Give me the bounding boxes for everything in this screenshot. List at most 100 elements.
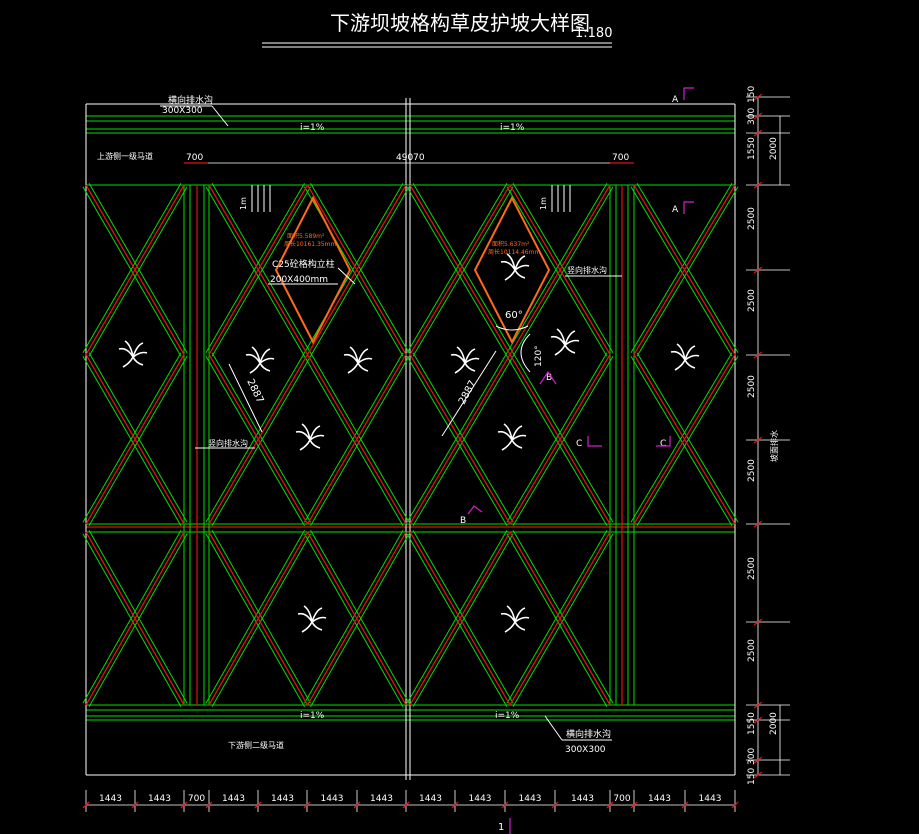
bottom-dim-tick: [630, 801, 638, 809]
lattice-green: [506, 182, 608, 353]
lattice-green: [211, 530, 311, 704]
bottom-dim-tick: [451, 801, 459, 809]
bottom-dim-label: 1443: [571, 794, 594, 804]
lattice-red: [409, 531, 511, 706]
bottom-dim-tick: [303, 801, 311, 809]
diag-dim: 2887: [457, 379, 479, 407]
lattice-green: [512, 182, 614, 353]
lattice-green: [82, 182, 182, 353]
bottom-dim-label: 1443: [370, 794, 393, 804]
bottom-dim-tick: [681, 801, 689, 809]
lattice-green: [310, 186, 410, 357]
lattice-green: [506, 352, 608, 523]
bottom-dim-tick: [353, 801, 361, 809]
right-dim-label: 2500: [747, 375, 757, 398]
bottom-dim-tick: [254, 801, 262, 809]
lattice-green: [211, 186, 311, 357]
grass-icon: [550, 328, 580, 356]
bottom-dim-label: 1443: [648, 794, 671, 804]
lattice-red: [409, 184, 511, 355]
lattice-green: [630, 186, 733, 357]
lattice-green: [512, 533, 614, 708]
lattice-green: [88, 352, 188, 523]
top-dim-right: 700: [612, 153, 629, 163]
lattice-red: [85, 354, 185, 525]
lattice-red: [306, 184, 407, 355]
right-dim-label: 300: [747, 748, 757, 765]
bottom-drain-label: 横向排水沟: [566, 728, 611, 740]
right-dim-tick: [753, 520, 763, 528]
right-dim-tick: [753, 93, 763, 101]
diag-dim-line: [441, 350, 497, 437]
section-b-top-mark: [539, 370, 557, 385]
lattice-green: [412, 356, 514, 527]
section-a-mid-mark: [683, 201, 694, 214]
green-frame-layer: [82, 98, 739, 780]
grass-icon: [500, 605, 530, 633]
drawing-scale: 1:180: [575, 26, 612, 41]
bottom-dim-label: 1443: [148, 794, 171, 804]
right-dim-label: 150: [747, 768, 757, 785]
bottom-dim-label: 700: [613, 794, 630, 804]
lattice-green: [636, 356, 739, 527]
lattice-green: [406, 352, 508, 523]
lattice-green: [88, 533, 188, 707]
grass-icon: [245, 346, 275, 374]
lattice-green: [506, 533, 608, 708]
bottom-dim-label: 1443: [99, 794, 122, 804]
lattice-red: [208, 184, 309, 355]
section-a-mid: A: [672, 205, 679, 215]
lattice-green: [88, 182, 188, 353]
lattice-green: [82, 186, 182, 357]
lattice-red: [85, 184, 185, 355]
angle-120-arc: [520, 333, 531, 373]
right-dim-label: 2500: [747, 557, 757, 580]
grass-icon: [297, 605, 327, 633]
section-c-right: C: [660, 439, 666, 449]
bottom-dim-label: 700: [188, 794, 205, 804]
right-dim-label: 300: [747, 108, 757, 125]
right-dim-tick: [753, 129, 763, 137]
lattice-green: [304, 356, 404, 527]
lattice-green: [310, 182, 410, 353]
right-dim-tick: [753, 618, 763, 626]
lattice-green: [512, 356, 614, 527]
bottom-dim-label: 1443: [271, 794, 294, 804]
grass-icon: [295, 423, 325, 451]
highlight-diamond-right: [473, 195, 551, 345]
frame-label-leader-2: [337, 267, 356, 285]
bottom-slope-right: i=1%: [495, 711, 520, 721]
lattice-green: [304, 530, 404, 704]
lattice-red: [208, 354, 309, 525]
angle-60: 60°: [505, 310, 523, 321]
left-area-note-1: 面积5.589m²: [287, 232, 325, 240]
section-a-top-mark: [683, 87, 694, 100]
lattice-green: [211, 533, 311, 707]
lattice-green: [205, 356, 305, 527]
bottom-dim-tick: [402, 801, 410, 809]
lattice-green: [506, 186, 608, 357]
grass-mark-left: 1m: [239, 197, 248, 210]
lattice-green: [512, 529, 614, 704]
bottom-dim-tick: [205, 801, 213, 809]
diag-dim-line-left: [228, 363, 263, 433]
drawing-title: 下游坝坡格构草皮护坡大样图: [330, 11, 590, 35]
lattice-green: [304, 352, 404, 523]
lattice-green: [630, 352, 733, 523]
lattice-green: [82, 356, 182, 527]
lattice-green: [88, 530, 188, 704]
right-dim-tick: [753, 756, 763, 764]
frame-size: 200X400mm: [270, 275, 328, 285]
bottom-drain-leader: [544, 715, 563, 741]
lattice-green: [310, 356, 410, 527]
lattice-green: [211, 182, 311, 353]
lattice-green: [310, 530, 410, 704]
lattice-green: [205, 530, 305, 704]
lattice-green: [406, 186, 508, 357]
right-dim-label: 150: [747, 86, 757, 103]
bottom-dim-label: 1443: [699, 794, 722, 804]
grass-mark-ticks-left: [251, 185, 271, 212]
lattice-green: [205, 182, 305, 353]
right-dim-label: 2500: [747, 639, 757, 662]
